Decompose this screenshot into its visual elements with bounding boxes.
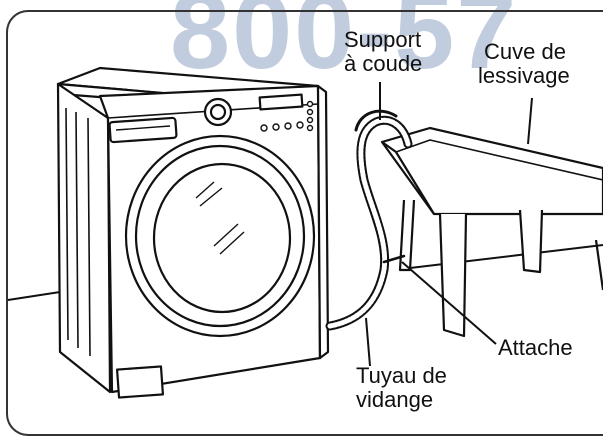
label-tuyau-line2: vidange <box>356 388 447 412</box>
washing-machine <box>58 68 328 398</box>
laundry-tub <box>382 128 603 336</box>
label-support-coude: Support à coude <box>344 28 422 76</box>
label-support-line1: Support <box>344 28 422 52</box>
label-support-line2: à coude <box>344 52 422 76</box>
leader-cuve <box>528 98 532 144</box>
label-cuve-lessivage: Cuve de lessivage <box>478 40 570 88</box>
label-tuyau-vidange: Tuyau de vidange <box>356 364 447 412</box>
label-tuyau-line1: Tuyau de <box>356 364 447 388</box>
label-attache: Attache <box>498 336 573 360</box>
leader-tuyau <box>366 318 370 366</box>
label-cuve-line1: Cuve de <box>478 40 570 64</box>
label-cuve-line2: lessivage <box>478 64 570 88</box>
